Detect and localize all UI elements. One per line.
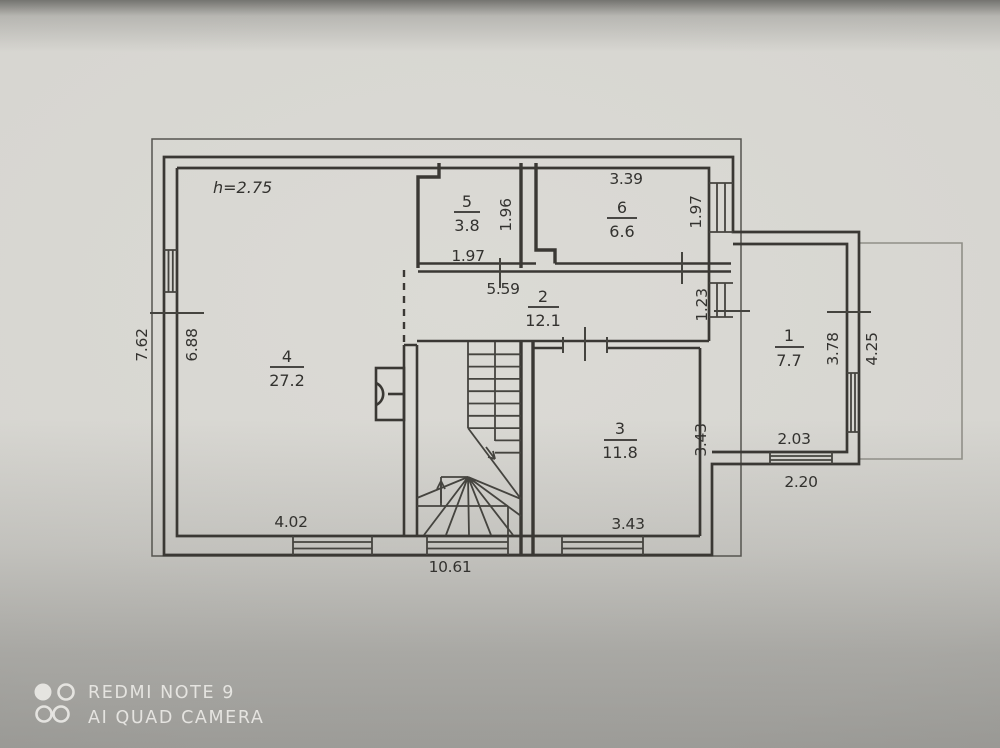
room-2-area: 12.1 xyxy=(525,311,561,330)
window-south-room1 xyxy=(769,452,833,464)
dim-room5-width: 1.97 xyxy=(451,247,484,265)
room-5-number: 5 xyxy=(462,192,472,211)
ceiling-height-label: h=2.75 xyxy=(213,178,272,197)
room-1-label: 1 7.7 xyxy=(775,326,804,370)
dim-room6-depth: 1.97 xyxy=(687,195,705,228)
dim-room1-width: 2.03 xyxy=(777,430,810,448)
stair-down-arrow xyxy=(485,446,496,460)
dim-left-overall: 7.62 xyxy=(133,328,151,361)
dim-room6-width: 3.39 xyxy=(609,170,642,188)
window-east-room1 xyxy=(847,372,859,433)
room-1-area: 7.7 xyxy=(776,351,801,370)
dim-room1-depth: 3.78 xyxy=(824,332,842,365)
room-5-area: 3.8 xyxy=(454,216,479,235)
dim-room4-width: 4.02 xyxy=(274,513,307,531)
dim-overall-width: 10.61 xyxy=(429,558,472,576)
dim-opening: 1.23 xyxy=(693,288,711,321)
dim-room3-depth: 3.43 xyxy=(692,423,710,456)
room-6-label: 6 6.6 xyxy=(607,198,637,241)
window-south-stairs xyxy=(426,536,509,555)
room-2-number: 2 xyxy=(538,287,548,306)
redmi-quad-camera-logo xyxy=(34,683,75,723)
room-3-label: 3 11.8 xyxy=(602,419,638,462)
room-3-number: 3 xyxy=(615,419,625,438)
dim-room3-width: 3.43 xyxy=(611,515,644,533)
dim-room5-depth: 1.96 xyxy=(497,198,515,231)
window-east-room6 xyxy=(709,182,733,233)
plan-labels: h=2.75 4 27.2 5 3.8 6 6.6 2 12.1 3 11.8 … xyxy=(133,170,881,576)
dim-hall-width: 5.59 xyxy=(486,280,519,298)
window-west-wall xyxy=(164,249,177,293)
camera-watermark: REDMI NOTE 9 AI QUAD CAMERA xyxy=(34,683,264,728)
watermark-camera-name: AI QUAD CAMERA xyxy=(88,708,264,728)
dimension-ticks xyxy=(150,252,871,361)
room-4-area: 27.2 xyxy=(269,371,305,390)
chimney-niche xyxy=(374,366,406,422)
window-south-room3 xyxy=(561,536,644,555)
room-4-label: 4 27.2 xyxy=(269,347,305,390)
room-6-number: 6 xyxy=(617,198,627,217)
dim-left-interior: 6.88 xyxy=(183,328,201,361)
watermark-device-name: REDMI NOTE 9 xyxy=(88,683,235,703)
windows xyxy=(164,182,859,555)
room-3-area: 11.8 xyxy=(602,443,638,462)
room-4-number: 4 xyxy=(282,347,292,366)
window-south-room4 xyxy=(292,536,373,555)
room-6-area: 6.6 xyxy=(609,222,634,241)
stair-up-arrow xyxy=(436,480,446,503)
staircase xyxy=(416,342,522,536)
terrace-outline xyxy=(859,242,963,460)
dim-terrace-depth: 4.25 xyxy=(863,332,881,365)
opening-hall-to-room1 xyxy=(709,282,733,318)
room-5-label: 5 3.8 xyxy=(454,192,480,235)
room-2-label: 2 12.1 xyxy=(525,287,561,330)
dim-room1-outer-width: 2.20 xyxy=(784,473,817,491)
room-1-number: 1 xyxy=(784,326,794,345)
interior-walls xyxy=(402,163,731,555)
